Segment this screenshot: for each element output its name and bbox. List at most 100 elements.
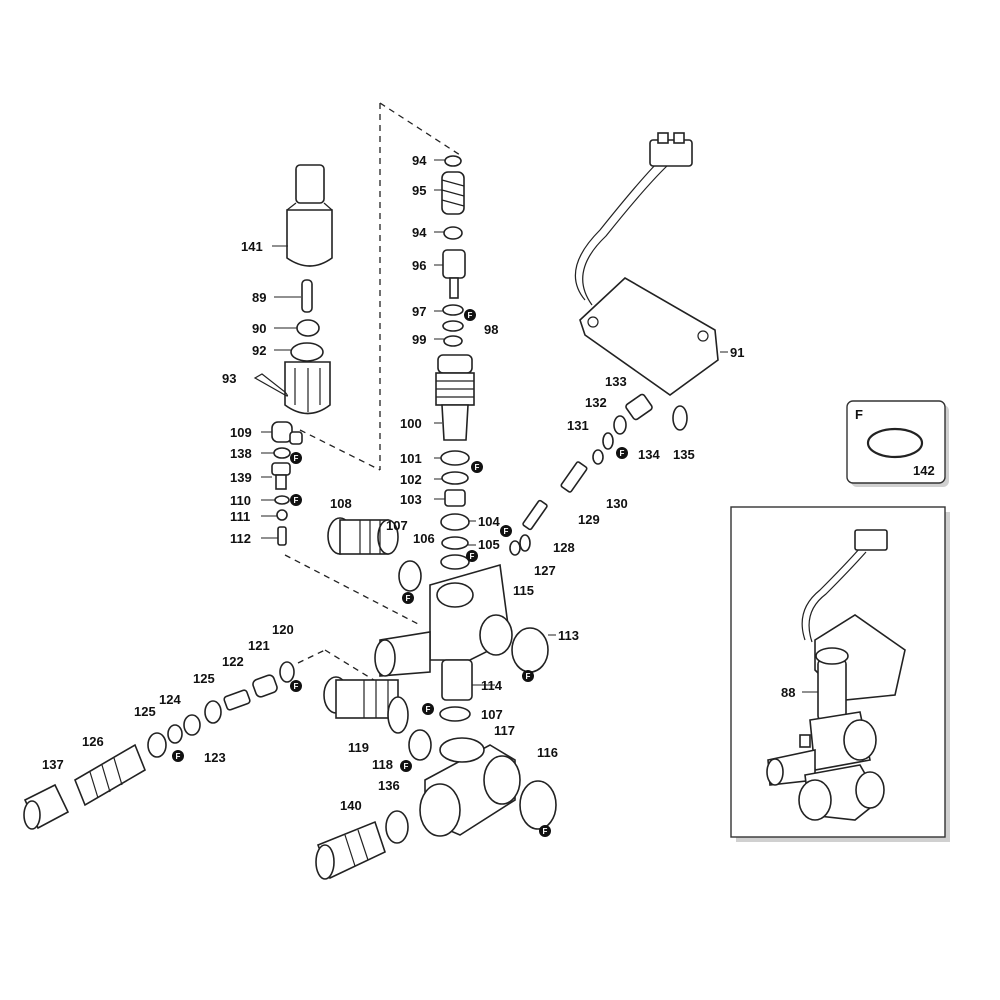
label-133: 133 [605, 374, 627, 389]
part-129-spring [560, 461, 588, 493]
part-130-ring [592, 449, 604, 465]
part-106-ring [440, 554, 470, 570]
f-markers: F F F F F F F F F F F F F F [172, 309, 628, 837]
label-124: 124 [159, 692, 181, 707]
part-107-washer-upper [398, 560, 422, 592]
part-113-washer [511, 627, 549, 673]
f-marker: F [422, 703, 434, 715]
label-120: 120 [272, 622, 294, 637]
label-137: 137 [42, 757, 64, 772]
label-99: 99 [412, 332, 426, 347]
leader-lines [261, 159, 728, 686]
label-101: 101 [400, 451, 422, 466]
label-125-a: 125 [193, 671, 215, 686]
label-117: 117 [494, 723, 515, 738]
label-95: 95 [412, 183, 426, 198]
part-140-nipple [315, 820, 386, 880]
manifold-main-body [374, 563, 513, 701]
part-126-connector [74, 743, 146, 807]
legend-part: 142 [913, 463, 935, 478]
f-marker: F [616, 447, 628, 459]
part-142-oring-icon [866, 427, 924, 459]
part-112-spring [277, 526, 287, 546]
label-132: 132 [585, 395, 607, 410]
f-marker: F [290, 680, 302, 692]
svg-text:F: F [475, 463, 480, 472]
label-118: 118 [372, 757, 393, 772]
label-123: 123 [204, 750, 226, 765]
part-125-washer-a [204, 700, 222, 724]
legend-marker: F [855, 407, 863, 422]
f-marker: F [290, 494, 302, 506]
part-132-ring [613, 415, 627, 435]
part-97-ring [442, 304, 464, 316]
svg-text:F: F [406, 594, 411, 603]
part-131-ring [602, 432, 614, 450]
svg-text:F: F [294, 454, 299, 463]
f-marker: F [402, 592, 414, 604]
f-marker: F [471, 461, 483, 473]
svg-text:F: F [294, 496, 299, 505]
label-107-upper: 107 [386, 518, 408, 533]
label-94-top: 94 [412, 153, 427, 168]
label-138: 138 [230, 446, 252, 461]
label-107-lower: 107 [481, 707, 503, 722]
part-120-washer [279, 661, 295, 683]
f-marker: F [464, 309, 476, 321]
part-124-ring [167, 724, 183, 744]
svg-text:F: F [176, 752, 181, 761]
label-131: 131 [567, 418, 589, 433]
svg-text:F: F [294, 682, 299, 691]
label-104: 104 [478, 514, 500, 529]
label-126: 126 [82, 734, 104, 749]
label-103: 103 [400, 492, 422, 507]
part-135-ring [672, 405, 688, 431]
label-106: 106 [413, 531, 435, 546]
label-140: 140 [340, 798, 362, 813]
label-90: 90 [252, 321, 266, 336]
part-96-piston [442, 249, 466, 299]
part-136-washer [385, 810, 409, 844]
svg-text:F: F [543, 827, 548, 836]
label-100: 100 [400, 416, 422, 431]
label-110: 110 [230, 493, 251, 508]
label-111: 111 [230, 509, 250, 524]
label-97: 97 [412, 304, 426, 319]
part-91-switch [574, 132, 719, 396]
label-92: 92 [252, 343, 266, 358]
part-102-ring [441, 471, 469, 485]
part-89-pin [301, 279, 313, 313]
part-99-ring [443, 335, 463, 347]
f-marker: F [400, 760, 412, 772]
part-109-elbow [271, 421, 303, 445]
part-139-fitting [271, 462, 291, 490]
part-138-oring [273, 447, 291, 459]
label-113: 113 [558, 628, 579, 643]
label-98: 98 [484, 322, 498, 337]
part-95-spring [441, 171, 465, 215]
label-134: 134 [638, 447, 660, 462]
svg-text:F: F [526, 672, 531, 681]
part-119-fitting [323, 676, 409, 734]
label-141: 141 [241, 239, 263, 254]
f-marker: F [290, 452, 302, 464]
part-122-spring [223, 689, 251, 711]
assembly-guide-lines [284, 102, 461, 691]
label-129: 129 [578, 512, 600, 527]
svg-text:F: F [620, 449, 625, 458]
part-117-lower-body [419, 737, 521, 837]
f-marker: F [500, 525, 512, 537]
part-134-sensor [625, 393, 653, 421]
svg-text:F: F [426, 705, 431, 714]
label-136: 136 [378, 778, 400, 793]
part-110-oring [274, 495, 290, 505]
f-marker: F [466, 550, 478, 562]
part-125-washer-b [147, 732, 167, 758]
part-107-washer-lower [439, 706, 471, 722]
label-109: 109 [230, 425, 252, 440]
part-128-rod [522, 499, 548, 531]
part-137-adapter [23, 783, 70, 830]
part-100-valve-body [435, 354, 475, 441]
label-139: 139 [230, 470, 252, 485]
